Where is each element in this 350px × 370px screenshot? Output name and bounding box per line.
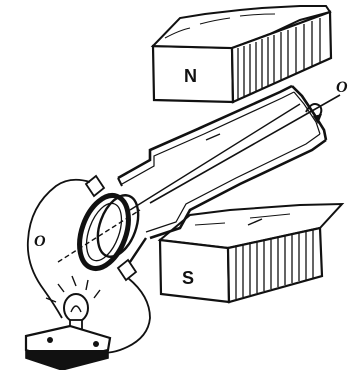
south-magnet: S (160, 204, 342, 302)
south-pole-label: S (182, 268, 194, 288)
axis-label-left: O (34, 233, 46, 250)
north-magnet: N (153, 6, 331, 102)
slip-rings (70, 178, 146, 275)
axis-label-right: O (336, 79, 348, 96)
north-pole-label: N (184, 66, 197, 86)
light-bulb-icon (26, 276, 110, 370)
